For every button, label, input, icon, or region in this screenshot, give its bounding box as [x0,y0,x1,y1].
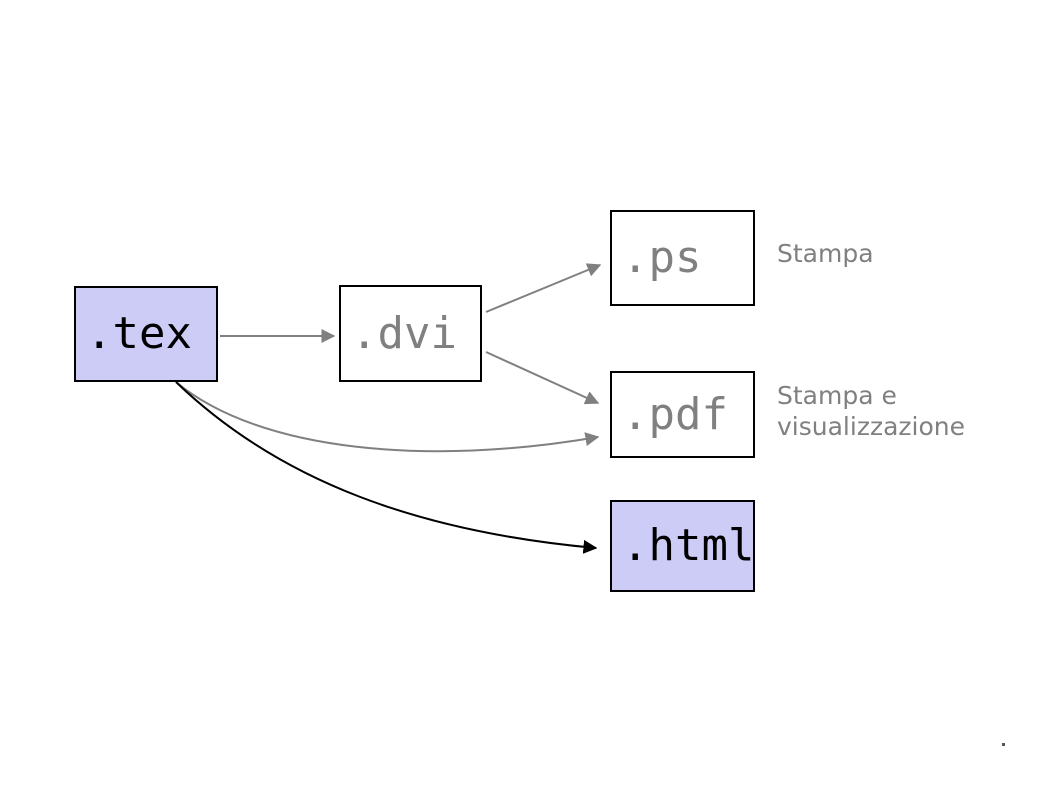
node-html-label: .html [622,520,755,571]
edge-tex-to-pdf [175,381,600,453]
edge-tex-to-html [175,381,598,554]
node-tex[interactable]: .tex [74,286,218,382]
node-tex-label: .tex [86,308,192,359]
node-html[interactable]: .html [610,500,755,592]
edge-dvi-to-pdf [485,351,600,405]
node-ps[interactable]: .ps [610,210,755,306]
page-speck [1002,743,1005,746]
annotation-ps-note: Stampa [777,239,874,268]
edge-dvi-to-ps [485,263,602,313]
node-pdf-label: .pdf [622,388,728,440]
node-dvi-label: .dvi [351,307,457,359]
node-ps-label: .ps [622,232,702,283]
annotation-pdf-note: Stampa e visualizzazione [777,381,965,441]
node-pdf[interactable]: .pdf [610,371,755,458]
node-dvi[interactable]: .dvi [339,285,482,382]
